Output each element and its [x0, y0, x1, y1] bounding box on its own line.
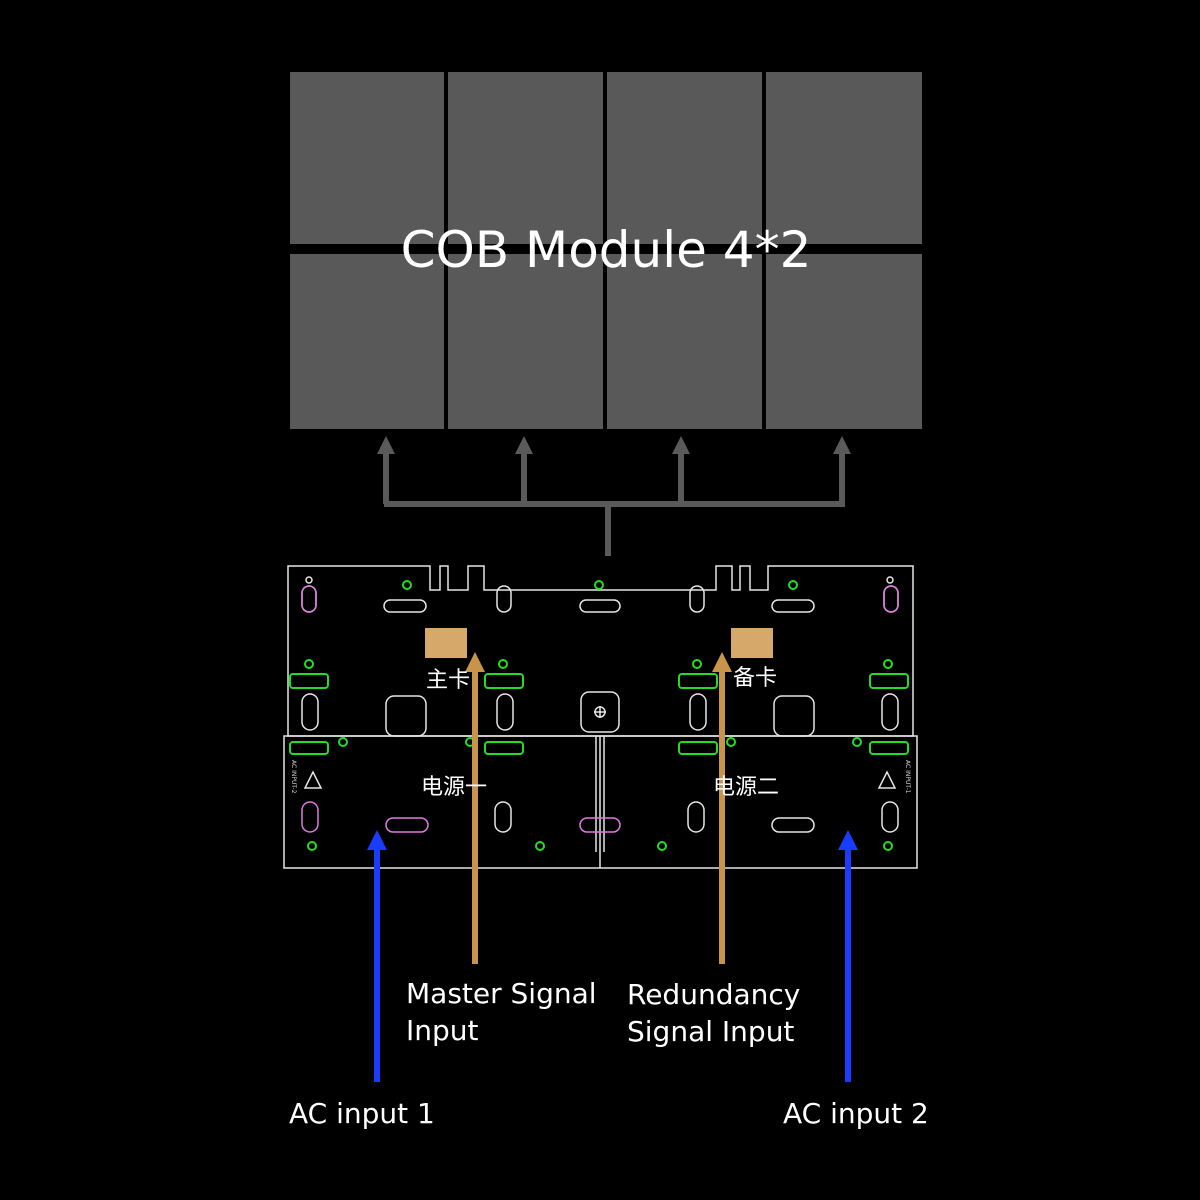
main-card-pad	[425, 628, 467, 658]
board-green-connectors	[289, 580, 909, 851]
arrowhead-icon	[377, 436, 395, 454]
module-connector-arrowheads	[377, 436, 851, 454]
control-board	[283, 565, 918, 869]
redundancy-signal-label-line2: Signal Input	[627, 1015, 795, 1048]
ac-input-2-arrow	[838, 830, 858, 1082]
module-tile	[607, 254, 762, 429]
main-card-label: 主卡	[426, 668, 471, 693]
arrowhead-icon	[833, 436, 851, 454]
module-title: COB Module 4*2	[400, 221, 812, 279]
master-signal-label-line1: Master Signal	[406, 977, 597, 1010]
redundancy-signal-label-line1: Redundancy	[627, 978, 801, 1011]
master-signal-arrow	[465, 652, 485, 964]
cob-module-grid	[290, 72, 922, 429]
ac-input-1-label: AC input 1	[289, 1097, 435, 1130]
backup-card-pad	[731, 628, 773, 658]
power-2-label: 电源二	[713, 775, 780, 800]
module-tile	[766, 72, 922, 244]
redundancy-signal-arrow	[712, 652, 732, 964]
module-tile	[766, 254, 922, 429]
side-label-right: AC INPUT-1	[904, 760, 911, 794]
module-tile	[290, 254, 444, 429]
arrowhead-icon	[367, 830, 387, 850]
module-tile	[290, 72, 444, 244]
power-1-label: 电源一	[421, 775, 488, 800]
side-label-left: AC INPUT-2	[290, 760, 297, 794]
arrowhead-icon	[515, 436, 533, 454]
module-tile	[448, 72, 603, 244]
module-tile	[448, 254, 603, 429]
arrowhead-icon	[838, 830, 858, 850]
ac-input-1-arrow	[367, 830, 387, 1082]
board-magenta-parts	[301, 585, 899, 833]
backup-card-label: 备卡	[733, 666, 778, 691]
master-signal-label-line2: Input	[406, 1014, 479, 1047]
ac-input-2-label: AC input 2	[783, 1097, 929, 1130]
module-tile	[607, 72, 762, 244]
arrowhead-icon	[672, 436, 690, 454]
module-connector	[383, 452, 845, 556]
arrowhead-icon	[712, 652, 732, 672]
arrowhead-icon	[465, 652, 485, 672]
